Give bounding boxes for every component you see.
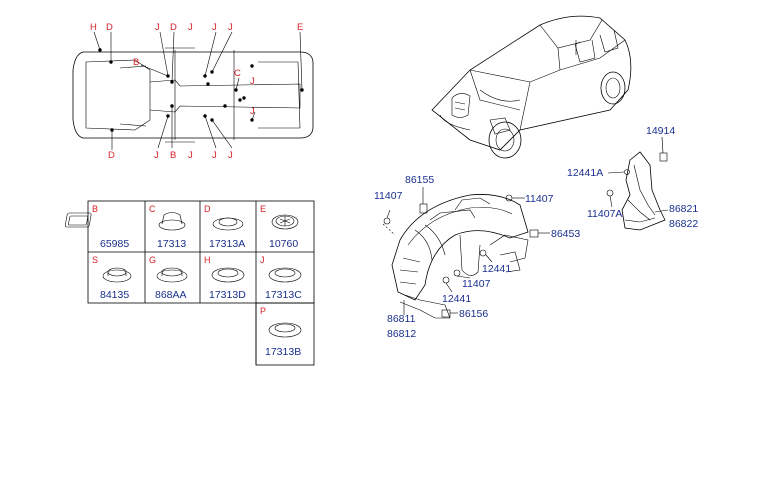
- bolt-icon: [383, 217, 391, 225]
- label-11407a: 11407A: [587, 208, 622, 220]
- label-h: H: [90, 22, 97, 33]
- label-86811: 86811: [387, 313, 416, 325]
- label-j1: J: [155, 22, 160, 33]
- label-j-b4: J: [228, 150, 233, 161]
- cell-key-p: P: [260, 306, 266, 316]
- label-j4: J: [228, 22, 233, 33]
- label-12441-b: 12441: [442, 293, 471, 305]
- cell-key-b: B: [92, 204, 98, 214]
- cell-part-10760: 10760: [269, 238, 298, 250]
- grommet-c-icon: [158, 212, 186, 231]
- cell-part-84135: 84135: [100, 289, 129, 301]
- label-j2: J: [188, 22, 193, 33]
- grommet-d-icon: [212, 217, 244, 231]
- grommet-h-icon: [211, 267, 245, 283]
- bolt-icon: [479, 249, 487, 257]
- label-j-b3: J: [212, 150, 217, 161]
- cell-key-s: S: [92, 255, 98, 265]
- label-86822: 86822: [669, 218, 698, 230]
- label-86156: 86156: [459, 308, 488, 320]
- rear-wheel-guard: 14914 12441A 11407A 86821 86822: [567, 125, 698, 231]
- label-d-top: D: [106, 22, 113, 33]
- label-86812: 86812: [387, 328, 416, 340]
- cell-part-17313a: 17313A: [209, 238, 245, 250]
- cell-key-e: E: [260, 204, 266, 214]
- cell-part-17313c: 17313C: [265, 289, 302, 301]
- label-12441-a: 12441: [482, 263, 511, 275]
- label-j-b1: J: [154, 150, 159, 161]
- clip-icon: [441, 309, 451, 318]
- car-illustration: [431, 15, 632, 159]
- bolt-icon: [606, 189, 614, 197]
- cell-key-g: G: [149, 255, 156, 265]
- label-j3: J: [212, 22, 217, 33]
- clip-icon: [659, 152, 668, 162]
- underbody-plan-view: H D J D J J J E B C J J D J B J J J: [72, 22, 314, 161]
- bolt-icon: [505, 194, 513, 202]
- cell-key-c: C: [149, 204, 156, 214]
- cell-key-j: J: [260, 255, 265, 265]
- cell-key-d: D: [204, 204, 211, 214]
- grommet-s-icon: [102, 267, 132, 283]
- label-j-b2: J: [188, 150, 193, 161]
- label-j-c: J: [250, 76, 255, 87]
- label-c: C: [234, 68, 241, 79]
- label-e: E: [297, 22, 303, 33]
- grommet-p-icon: [268, 322, 302, 338]
- cell-part-17313: 17313: [157, 238, 186, 250]
- clip-icon: [419, 203, 428, 214]
- cell-part-17313d: 17313D: [209, 289, 246, 301]
- label-11407-b: 11407: [525, 193, 554, 205]
- label-d-mid: D: [170, 22, 177, 33]
- label-11407-a: 11407: [374, 190, 403, 202]
- label-j-right: J: [250, 106, 255, 117]
- cell-part-17313b: 17313B: [265, 346, 301, 358]
- grommet-table: B C D E S G H J P 65985 17313 17313A 107…: [64, 200, 315, 366]
- label-14914: 14914: [646, 125, 675, 137]
- label-86155: 86155: [405, 174, 434, 186]
- label-d-bottom: D: [108, 150, 115, 161]
- grommet-b-icon: [64, 212, 92, 228]
- label-86821: 86821: [669, 203, 698, 215]
- label-86453: 86453: [551, 228, 580, 240]
- bolt-icon: [453, 269, 461, 277]
- bolt-icon: [624, 169, 630, 175]
- grommet-j-icon: [268, 267, 302, 283]
- label-12441a: 12441A: [567, 167, 603, 179]
- cell-part-868aa: 868AA: [155, 289, 187, 301]
- front-wheel-guard-exploded: 86155 11407 11407 86453 12441 11407 1244…: [374, 174, 580, 340]
- grommet-g-icon: [156, 267, 188, 283]
- cell-key-h: H: [204, 255, 211, 265]
- cell-part-65985: 65985: [100, 238, 129, 250]
- label-11407-c: 11407: [462, 278, 491, 290]
- label-b-bottom: B: [170, 150, 176, 161]
- grommet-e-icon: [271, 214, 299, 230]
- clip-icon: [529, 229, 539, 238]
- bolt-icon: [442, 276, 450, 284]
- label-b-top: B: [133, 57, 139, 68]
